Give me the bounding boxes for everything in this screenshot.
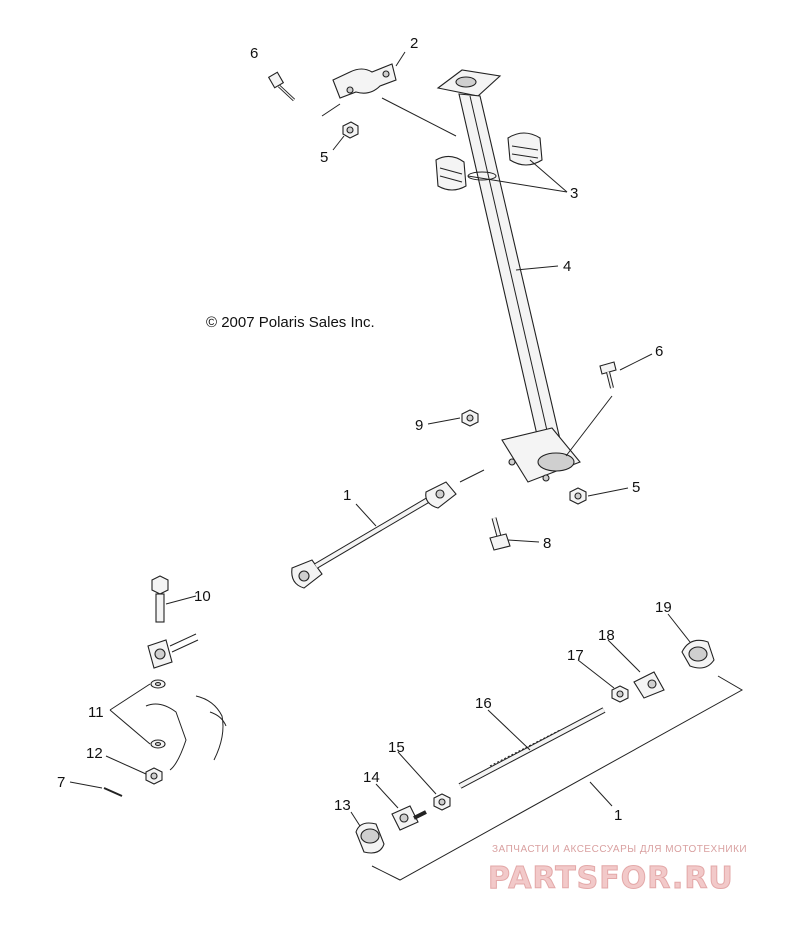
part-12-nut[interactable]: [145, 767, 163, 785]
part-6-bolt-lower[interactable]: [599, 361, 617, 389]
part-2-clamp[interactable]: [332, 63, 397, 99]
callout-14: 14: [363, 769, 380, 786]
part-18-rod-end[interactable]: [633, 671, 665, 699]
callout-1-lower: 1: [614, 807, 622, 824]
part-1-tie-rod-upper[interactable]: [291, 481, 457, 589]
callout-6-upper: 6: [250, 45, 258, 62]
watermark-tagline: ЗАПЧАСТИ И АКСЕССУАРЫ ДЛЯ МОТОТЕХНИКИ: [492, 844, 747, 855]
callout-10: 10: [194, 588, 211, 605]
part-11-washers[interactable]: [150, 679, 166, 749]
callout-13: 13: [334, 797, 351, 814]
copyright-notice: © 2007 Polaris Sales Inc.: [206, 314, 375, 331]
callout-7: 7: [57, 774, 65, 791]
part-17-nut[interactable]: [611, 685, 629, 703]
callout-6-lower: 6: [655, 343, 663, 360]
callout-11: 11: [88, 704, 104, 721]
assembly-bracket: [371, 675, 744, 881]
callout-12: 12: [86, 745, 103, 762]
part-13-rod-end[interactable]: [355, 822, 385, 854]
callout-5-upper: 5: [320, 149, 328, 166]
part-16-rod[interactable]: [458, 707, 606, 789]
callout-4: 4: [563, 258, 571, 275]
callout-17: 17: [567, 647, 584, 664]
callout-15: 15: [388, 739, 405, 756]
callout-1-upper: 1: [343, 487, 351, 504]
part-5-nut-lower[interactable]: [569, 487, 587, 505]
part-3-bushings[interactable]: [435, 132, 543, 191]
part-4-steering-post[interactable]: [436, 69, 581, 483]
callout-2: 2: [410, 35, 418, 52]
part-6-bolt-upper[interactable]: [267, 71, 296, 102]
part-10-bolt[interactable]: [151, 575, 169, 623]
callout-3: 3: [570, 185, 578, 202]
part-15-nut[interactable]: [433, 793, 451, 811]
callout-16: 16: [475, 695, 492, 712]
part-14-rod-end[interactable]: [391, 805, 427, 831]
callout-5-lower: 5: [632, 479, 640, 496]
watermark-brand: PARTSFOR.RU: [488, 861, 734, 896]
part-9-nut[interactable]: [461, 409, 479, 427]
callout-19: 19: [655, 599, 672, 616]
part-19-rod-end[interactable]: [681, 639, 715, 669]
callout-18: 18: [598, 627, 615, 644]
callout-8: 8: [543, 535, 551, 552]
part-7-cotter-pin[interactable]: [103, 787, 123, 797]
left-knuckle-assembly: [145, 633, 227, 771]
part-8-bolt[interactable]: [489, 517, 511, 551]
leader-lines: [69, 51, 691, 827]
callout-9: 9: [415, 417, 423, 434]
part-5-nut-upper[interactable]: [342, 121, 359, 139]
